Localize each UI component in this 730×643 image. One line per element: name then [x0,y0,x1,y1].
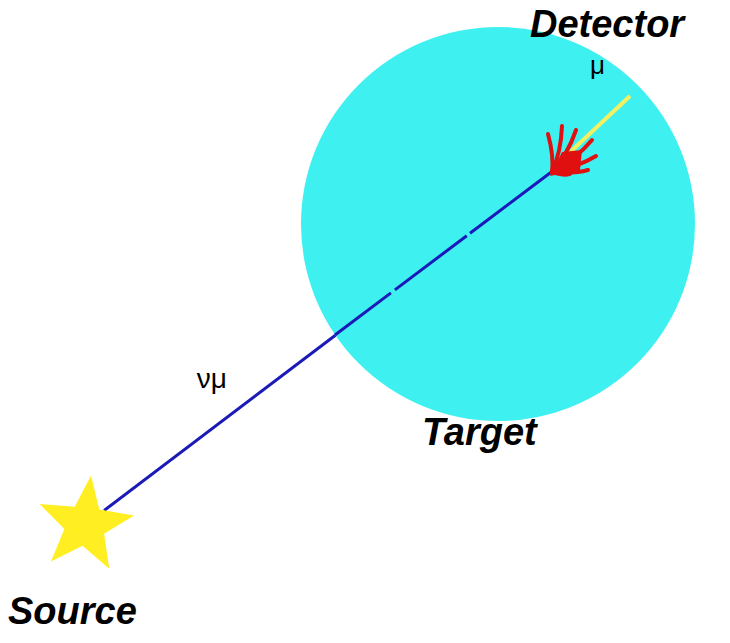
target-label: Target [422,412,537,454]
neutrino-beam [104,335,335,510]
star-shape [35,475,135,575]
detector-label: Detector [530,4,684,46]
source-star: Source [35,475,135,575]
source-label: Source [8,591,137,633]
muon-symbol: μ [590,50,605,81]
target-sphere: Target [300,26,696,422]
neutrino-label: νμ [197,363,227,395]
circle-shape [300,26,696,422]
